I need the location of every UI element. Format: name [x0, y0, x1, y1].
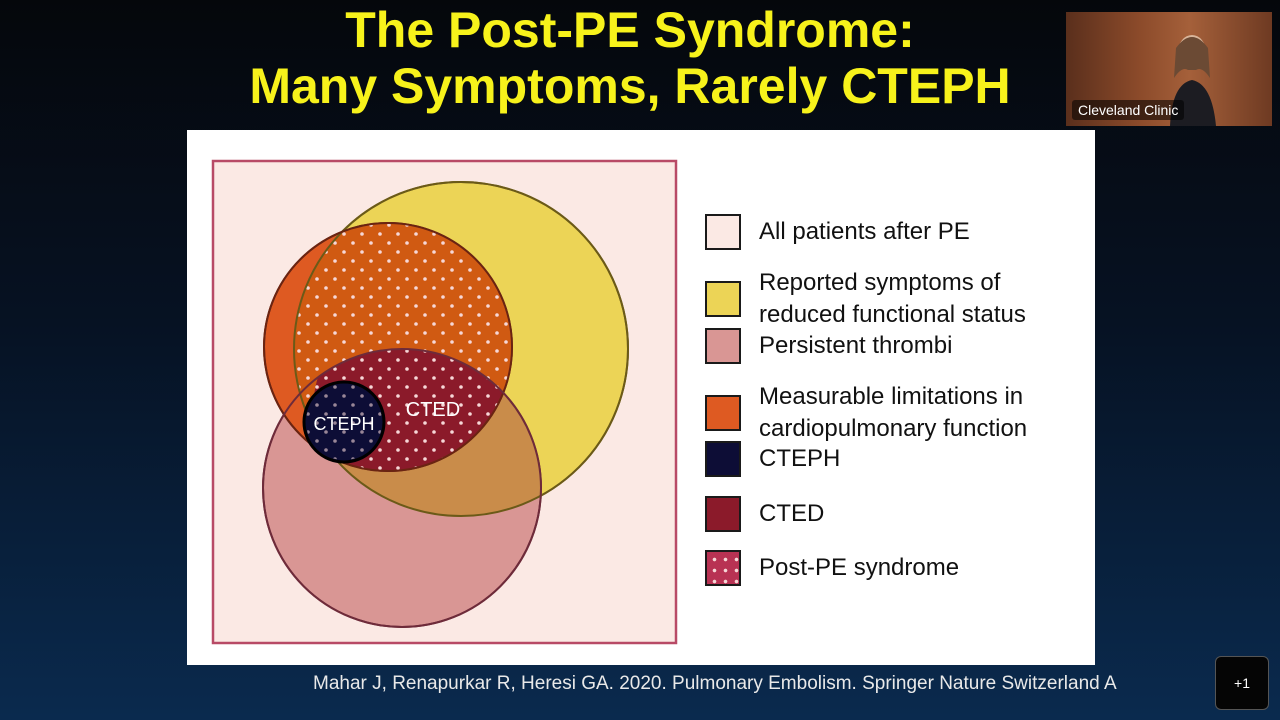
legend-label: Measurable limitations in cardiopulmonar… — [759, 383, 1028, 442]
legend-label: Reported symptoms of reduced functional … — [759, 269, 1026, 328]
legend-label: CTED — [759, 500, 825, 527]
legend-swatch-symptoms — [705, 281, 741, 317]
slide-title-line-1: The Post-PE Syndrome: — [345, 2, 915, 58]
legend-item-all-patients: All patients after PE — [705, 214, 970, 250]
cteph-dots — [306, 384, 382, 460]
legend-label: Post-PE syndrome — [759, 554, 960, 581]
legend-label: CTEPH — [759, 445, 841, 472]
slide-title-line-2: Many Symptoms, Rarely CTEPH — [249, 58, 1011, 114]
more-participants-button[interactable]: +1 — [1215, 656, 1269, 710]
legend-label: Persistent thrombi — [759, 332, 953, 359]
legend-item-limitations: Measurable limitations in cardiopulmonar… — [705, 381, 1027, 445]
legend-item-cted: CTED — [705, 496, 824, 532]
legend-swatch-thrombi — [705, 328, 741, 364]
slide-title: The Post-PE Syndrome: Many Symptoms, Rar… — [150, 2, 1110, 114]
cted-label: CTED — [406, 399, 460, 421]
citation-text: Mahar J, Renapurkar R, Heresi GA. 2020. … — [313, 673, 1117, 694]
legend-swatch-cteph — [705, 441, 741, 477]
legend-item-post-pe: Post-PE syndrome — [705, 550, 959, 586]
speaker-name-label: Cleveland Clinic — [1072, 100, 1185, 120]
figure-panel: CTED CTEPH All patients after PE Reporte… — [187, 130, 1095, 665]
legend-swatch-cted — [705, 496, 741, 532]
legend-item-cteph: CTEPH — [705, 441, 840, 477]
legend-swatch-all-patients — [705, 214, 741, 250]
thrombi-outline — [262, 348, 542, 628]
legend-label: All patients after PE — [759, 218, 970, 245]
venn-diagram: CTED CTEPH — [211, 159, 678, 645]
cteph-label: CTEPH — [313, 414, 374, 434]
symptoms-outline — [293, 181, 629, 517]
legend-swatch-post-pe — [705, 550, 741, 586]
legend-item-symptoms: Reported symptoms of reduced functional … — [705, 267, 1026, 331]
legend-swatch-limitations — [705, 395, 741, 431]
limitations-outline — [263, 222, 513, 472]
speaker-video-tile[interactable]: Cleveland Clinic — [1066, 12, 1272, 126]
legend-item-thrombi: Persistent thrombi — [705, 328, 952, 364]
